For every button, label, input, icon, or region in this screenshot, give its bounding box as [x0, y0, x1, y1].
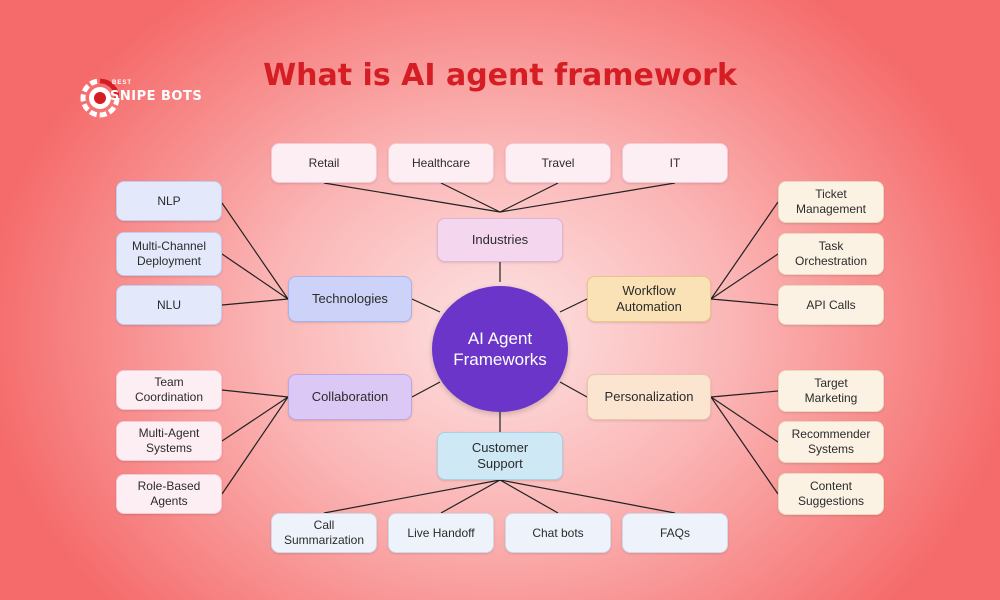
support-faqs: FAQs [622, 513, 728, 553]
hub-personalization: Personalization [587, 374, 711, 420]
connector-line [710, 201, 779, 300]
industry-travel: Travel [505, 143, 611, 183]
connector-line [559, 298, 588, 313]
connector-line [440, 182, 501, 213]
connector-line [323, 479, 501, 514]
workflow-api-calls: API Calls [778, 285, 884, 325]
hub-customer-support: Customer Support [437, 432, 563, 480]
connector-line [710, 396, 779, 495]
connector-line [323, 182, 501, 213]
collaboration-team-coordination: Team Coordination [116, 370, 222, 410]
connector-line [221, 298, 289, 306]
hub-industries: Industries [437, 218, 563, 262]
connector-line [499, 479, 676, 514]
connector-line [710, 396, 779, 443]
personalization-recommender-systems: Recommender Systems [778, 421, 884, 463]
connector-line [499, 479, 559, 514]
connector-line [221, 202, 289, 300]
connector-line [411, 381, 441, 398]
technology-nlp: NLP [116, 181, 222, 221]
connector-line [411, 298, 441, 313]
personalization-content-suggestions: Content Suggestions [778, 473, 884, 515]
page-title: What is AI agent framework [263, 58, 737, 93]
personalization-target-marketing: Target Marketing [778, 370, 884, 412]
connector-line [221, 396, 289, 495]
support-call-summarization: Call Summarization [271, 513, 377, 553]
connector-line [499, 182, 559, 213]
snipe-bots-logo [80, 78, 120, 118]
collaboration-role-based: Role-Based Agents [116, 474, 222, 514]
connector-line [221, 253, 289, 300]
connector-line [221, 389, 289, 398]
connector-line [499, 182, 676, 213]
center-ai-agent-frameworks: AI Agent Frameworks [432, 286, 568, 412]
hub-collaboration: Collaboration [288, 374, 412, 420]
industry-healthcare: Healthcare [388, 143, 494, 183]
workflow-ticket-management: Ticket Management [778, 181, 884, 223]
connector-line [559, 381, 588, 398]
hub-workflow-automation: Workflow Automation [587, 276, 711, 322]
industry-retail: Retail [271, 143, 377, 183]
logo-text: SNIPE BOTS [110, 89, 203, 104]
hub-technologies: Technologies [288, 276, 412, 322]
industry-it: IT [622, 143, 728, 183]
technology-multi-channel: Multi-Channel Deployment [116, 232, 222, 276]
support-live-handoff: Live Handoff [388, 513, 494, 553]
collaboration-multi-agent: Multi-Agent Systems [116, 421, 222, 461]
connector-line [710, 390, 779, 398]
connector-line [221, 396, 289, 442]
support-chat-bots: Chat bots [505, 513, 611, 553]
technology-nlu: NLU [116, 285, 222, 325]
logo-small-text: BEST [112, 80, 133, 86]
workflow-task-orchestration: Task Orchestration [778, 233, 884, 275]
connector-line [440, 479, 501, 514]
connector-line [710, 298, 779, 306]
connector-line [710, 253, 779, 300]
